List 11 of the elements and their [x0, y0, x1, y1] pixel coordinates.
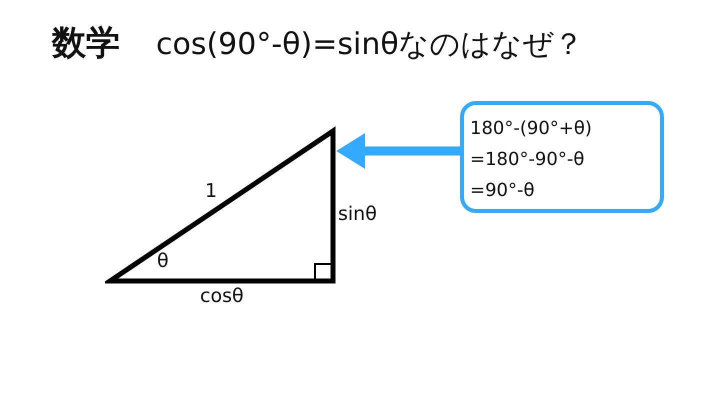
right-triangle-drawing — [105, 126, 336, 284]
arrow — [336, 133, 460, 169]
equation-text: =180°-90°-θ — [470, 148, 586, 172]
angle-label: θ — [157, 250, 169, 272]
side-label: cosθ — [200, 285, 244, 307]
equation-text: 180°-(90°+θ) — [470, 117, 593, 141]
title: 数学 cos(90°-θ)=sinθなのはなぜ？ — [52, 22, 584, 65]
side-label: sinθ — [338, 203, 377, 225]
side-label: 1 — [205, 180, 218, 202]
callout-box — [460, 101, 664, 213]
equation-text: =90°-θ — [470, 179, 536, 203]
